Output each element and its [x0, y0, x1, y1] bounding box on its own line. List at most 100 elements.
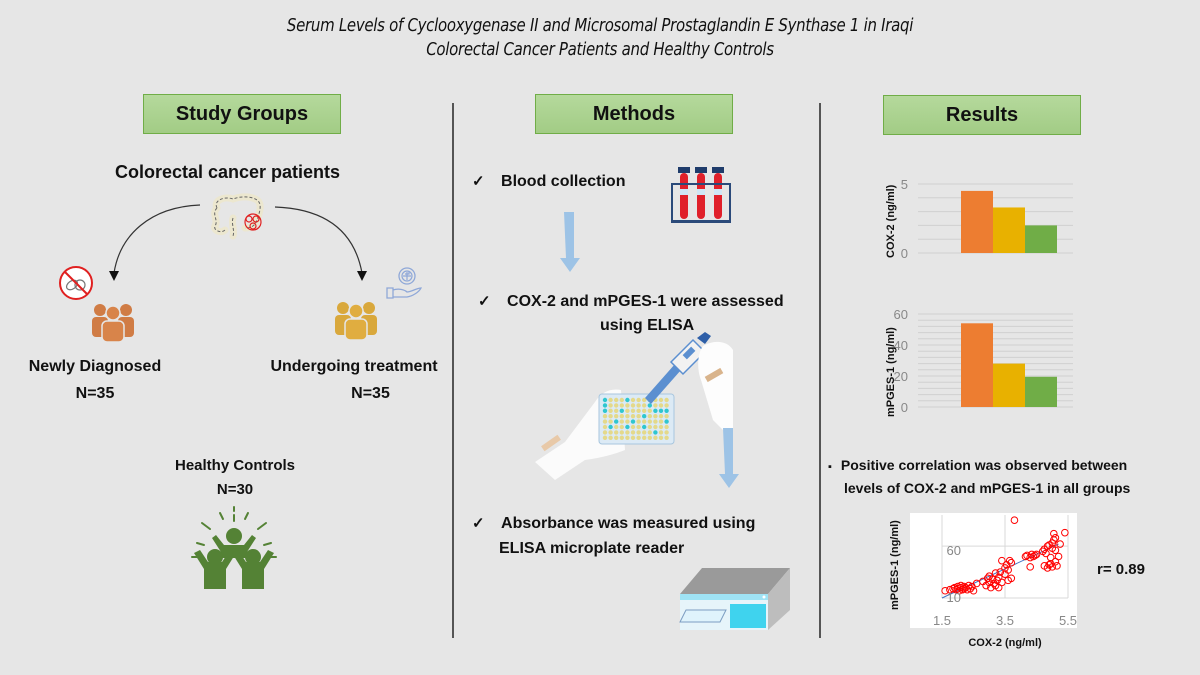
microplate-well	[625, 419, 630, 424]
column-divider-right	[819, 103, 821, 638]
microplate-well	[602, 435, 608, 440]
colon-tumor-icon	[211, 193, 264, 240]
microplate-well	[630, 424, 636, 430]
healthy-controls-label: Healthy Controls	[174, 457, 295, 474]
bar-healthy-controls	[1025, 225, 1057, 253]
microplate-well	[647, 414, 652, 419]
microplate-well	[602, 397, 608, 403]
microplate-well	[664, 414, 669, 419]
microplate-well	[664, 408, 669, 413]
microplate-well	[614, 414, 619, 419]
pipette-microplate-icon	[535, 332, 733, 480]
microplate-well	[614, 435, 619, 440]
scatter-point	[998, 556, 1006, 565]
microplate-well	[630, 430, 636, 435]
microplate-well	[619, 403, 624, 408]
study-groups-header: Study Groups	[143, 94, 341, 134]
microplate-well	[647, 424, 652, 430]
microplate-well	[636, 430, 641, 435]
r-value: r= 0.89	[1097, 561, 1145, 578]
undergoing-treatment-label: Undergoing treatment	[270, 358, 438, 375]
check-icon: ✓	[472, 515, 485, 532]
scatter-point	[941, 586, 949, 595]
scatter-point	[1032, 550, 1041, 559]
microplate-well	[653, 419, 658, 424]
microplate-reader-icon	[679, 568, 790, 630]
microplate-well	[608, 430, 613, 435]
down-arrow-1-icon	[560, 212, 580, 272]
microplate-well	[664, 403, 669, 408]
poster-title: Serum Levels of Cyclooxygenase II and Mi…	[30, 14, 1170, 62]
microplate-well	[625, 430, 630, 435]
microplate-well	[630, 419, 636, 424]
y-tick: 0	[901, 246, 908, 261]
celebrating-people-icon	[191, 506, 277, 589]
microplate-well	[630, 397, 636, 403]
microplate-well	[630, 435, 636, 440]
microplate-well	[619, 435, 624, 440]
correlation-scatter-plot: 10 60 1.5 3.5 5.5 mPGES-1 (ng/ml) COX-2 …	[889, 515, 1077, 649]
y-axis-label: mPGES-1 (ng/ml)	[889, 520, 901, 610]
y-axis-label: COX-2 (ng/ml)	[885, 184, 897, 258]
microplate-well	[630, 408, 636, 413]
undergoing-treatment-n: N=35	[351, 385, 390, 402]
scatter-point	[1007, 558, 1016, 567]
title-line-2: Colorectal Cancer Patients and Healthy C…	[426, 40, 774, 60]
scatter-point	[1054, 552, 1063, 561]
results-header: Results	[883, 95, 1081, 135]
scatter-point	[969, 586, 978, 595]
microplate-well	[658, 397, 664, 403]
method-step-1: ✓ Blood collection	[472, 170, 625, 194]
scatter-point	[1046, 559, 1055, 568]
microplate-well	[636, 424, 641, 430]
method-step-2: ✓ COX-2 and mPGES-1 were assessed	[478, 290, 784, 314]
mpges1-bar-chart: 60 40 20 0 mPGES-1 (ng/ml)	[885, 307, 1073, 417]
patients-label: Colorectal cancer patients	[114, 162, 341, 182]
healthy-controls-n: N=30	[216, 481, 254, 498]
scatter-point	[1051, 546, 1060, 555]
correlation-line-2: levels of COX-2 and mPGES-1 in all group…	[844, 480, 1131, 496]
microplate-well	[658, 419, 664, 424]
microplate-well	[658, 408, 664, 413]
microplate-well	[664, 424, 669, 430]
microplate-well	[608, 435, 613, 440]
microplate-well	[642, 397, 647, 403]
newly-diagnosed-group-icon	[92, 304, 134, 343]
scatter-point	[1031, 551, 1039, 560]
microplate-well	[614, 430, 619, 435]
scatter-point	[1061, 528, 1069, 537]
bar-newly-diagnosed	[961, 190, 993, 253]
microplate-well	[625, 414, 630, 419]
microplate-well	[658, 430, 664, 435]
microplate-well	[642, 403, 647, 408]
cox2-bar-chart: 5 0 COX-2 (ng/ml)	[885, 177, 1073, 261]
methods-header: Methods	[535, 94, 733, 134]
microplate-well	[636, 403, 641, 408]
scatter-point	[1005, 556, 1014, 565]
scatter-point	[983, 574, 992, 583]
microplate-well	[608, 414, 613, 419]
y-tick: 60	[947, 543, 961, 558]
treatment-group-icon	[335, 302, 377, 341]
check-icon: ✓	[478, 293, 491, 310]
microplate-well	[614, 419, 619, 424]
bar-newly-diagnosed	[961, 323, 993, 407]
scatter-point	[1007, 574, 1016, 583]
column-divider-left	[452, 103, 454, 638]
bar-undergoing-treatment	[993, 363, 1025, 407]
microplate-well	[608, 397, 613, 403]
microplate-well	[653, 408, 658, 413]
microplate-well	[608, 424, 613, 430]
microplate-well	[642, 408, 647, 413]
x-tick: 5.5	[1059, 613, 1077, 628]
microplate-well	[608, 419, 613, 424]
microplate-well	[602, 419, 608, 424]
microplate-well	[647, 403, 652, 408]
microplate-well	[642, 419, 647, 424]
y-axis-label: mPGES-1 (ng/ml)	[885, 327, 897, 417]
microplate-well	[658, 414, 664, 419]
microplate-well	[658, 403, 664, 408]
microplate-well	[625, 403, 630, 408]
down-arrow-2-icon	[719, 428, 739, 488]
microplate-well	[642, 430, 647, 435]
